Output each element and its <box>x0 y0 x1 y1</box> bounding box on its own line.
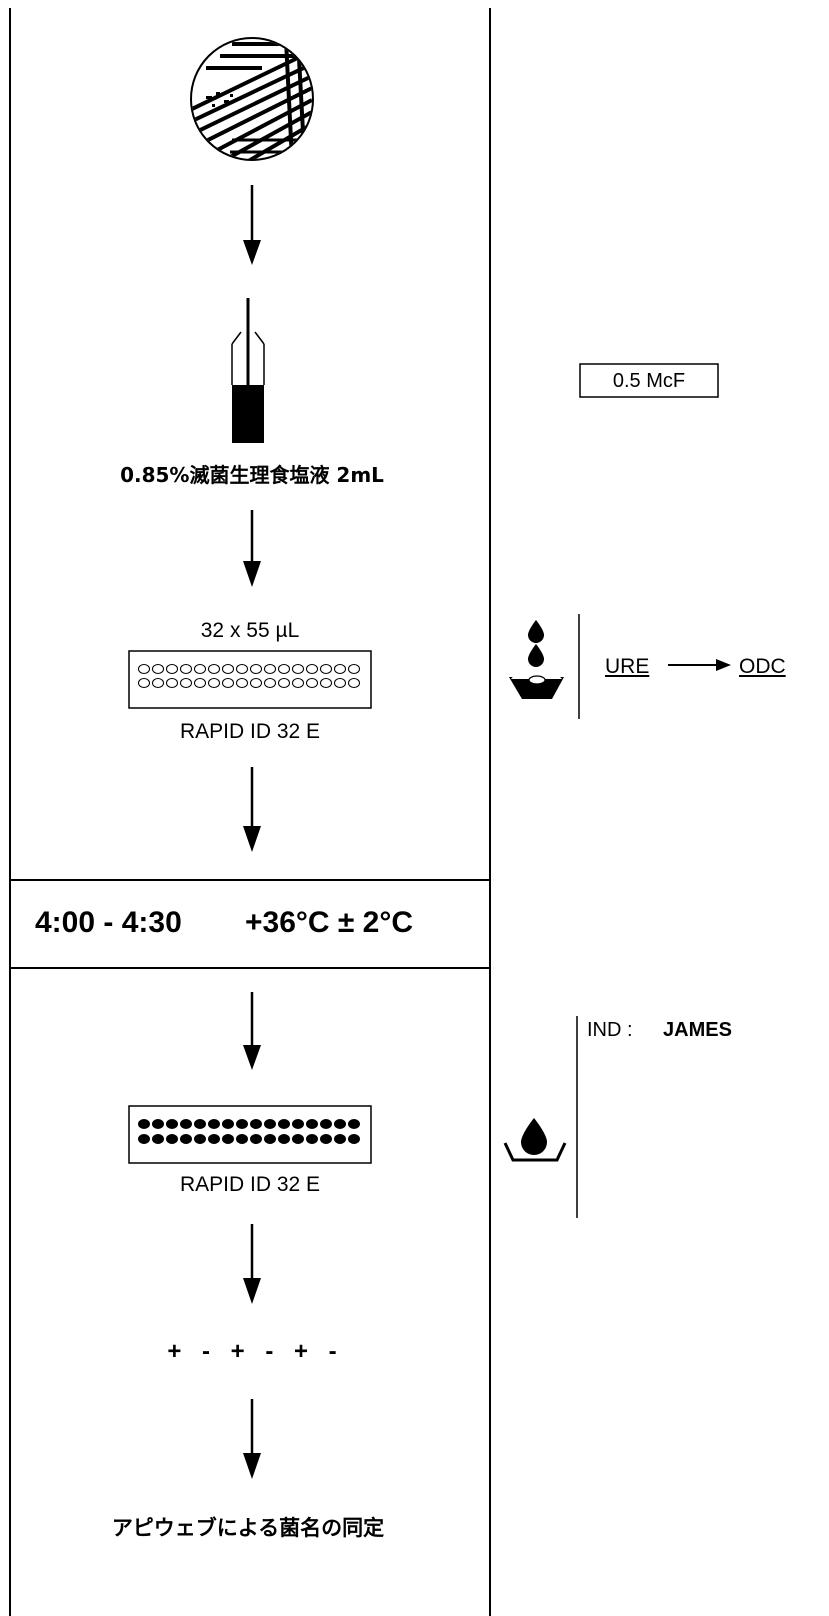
arrow-down-icon <box>243 767 261 852</box>
cupule <box>208 1119 220 1129</box>
cupule <box>250 664 262 674</box>
cupule <box>250 1119 262 1129</box>
saline-label: 0.85%滅菌生理食塩液 2mL <box>120 463 384 487</box>
cupule <box>250 678 262 688</box>
cupule <box>152 1134 164 1144</box>
cupule <box>250 1134 262 1144</box>
cupule <box>320 1119 332 1129</box>
cupule <box>166 678 178 688</box>
cupule <box>278 664 290 674</box>
cupule <box>138 1134 150 1144</box>
cupule <box>194 1134 206 1144</box>
turbidity-box <box>579 363 719 398</box>
cupule <box>306 664 318 674</box>
cupule <box>222 664 234 674</box>
test-ure: URE <box>605 655 650 678</box>
result-signs: + - + - + - <box>167 1338 337 1365</box>
arrow-down-icon <box>243 185 261 265</box>
cupule <box>138 1119 150 1129</box>
cupule <box>278 1119 290 1129</box>
cupule <box>166 1134 178 1144</box>
cupule <box>208 678 220 688</box>
cupule <box>208 664 220 674</box>
cupule <box>138 664 150 674</box>
test-odc: ODC <box>739 655 786 678</box>
cupule <box>152 664 164 674</box>
cupule <box>194 678 206 688</box>
cupule <box>306 1134 318 1144</box>
cupule <box>334 1134 346 1144</box>
cupule <box>264 664 276 674</box>
cupule <box>152 678 164 688</box>
cupule <box>180 664 192 674</box>
suspension-tube-icon <box>231 298 265 443</box>
cupule <box>348 1134 360 1144</box>
petri-dish-icon <box>190 37 314 161</box>
cupule <box>222 678 234 688</box>
cupule <box>278 678 290 688</box>
cupule <box>194 664 206 674</box>
cupule <box>236 664 248 674</box>
strip-volume-label: 32 x 55 µL <box>200 619 300 642</box>
cupule <box>320 664 332 674</box>
cupule <box>348 664 360 674</box>
cupule <box>152 1119 164 1129</box>
final-identification-step: アピウェブによる菌名の同定 <box>111 1516 385 1540</box>
cupule <box>306 1119 318 1129</box>
cupule <box>236 1119 248 1129</box>
cupule <box>166 664 178 674</box>
cupule <box>334 1119 346 1129</box>
turbidity-label: 0.5 McF <box>612 370 686 392</box>
cupule <box>166 1119 178 1129</box>
cupule <box>194 1119 206 1129</box>
cupule <box>236 1134 248 1144</box>
cupule <box>278 1134 290 1144</box>
oil-drops-on-cupule-icon <box>509 620 564 699</box>
cupule <box>306 678 318 688</box>
incubation-time: 4:00 - 4:30 <box>35 906 182 939</box>
cupule <box>180 678 192 688</box>
cupule <box>292 1119 304 1129</box>
cupule <box>264 1134 276 1144</box>
strip-name-read: RAPID ID 32 E <box>179 1173 321 1196</box>
arrow-down-icon <box>243 992 261 1070</box>
arrow-down-icon <box>243 1224 261 1304</box>
cupule <box>320 678 332 688</box>
cupule <box>348 1119 360 1129</box>
cupule <box>264 678 276 688</box>
cupule <box>334 664 346 674</box>
cupule <box>138 678 150 688</box>
incubation-temperature: +36°C ± 2°C <box>245 906 414 939</box>
long-arrow-right-icon <box>668 659 731 671</box>
strip-empty-cupules <box>128 650 372 709</box>
reagent-drop-on-cupule-icon <box>503 1118 567 1162</box>
strip-filled-cupules <box>128 1105 372 1164</box>
arrow-down-icon <box>243 1399 261 1479</box>
test-ind: IND : <box>587 1019 633 1041</box>
cupule <box>222 1119 234 1129</box>
reagent-james: JAMES <box>663 1019 732 1041</box>
cupule <box>180 1134 192 1144</box>
cupule <box>292 1134 304 1144</box>
cupule <box>292 678 304 688</box>
cupule <box>292 664 304 674</box>
cupule <box>222 1134 234 1144</box>
cupule <box>264 1119 276 1129</box>
cupule <box>320 1134 332 1144</box>
arrow-down-icon <box>243 510 261 587</box>
cupule <box>334 678 346 688</box>
cupule <box>236 678 248 688</box>
cupule <box>180 1119 192 1129</box>
cupule <box>208 1134 220 1144</box>
strip-name-inoculated: RAPID ID 32 E <box>179 720 321 743</box>
cupule <box>348 678 360 688</box>
